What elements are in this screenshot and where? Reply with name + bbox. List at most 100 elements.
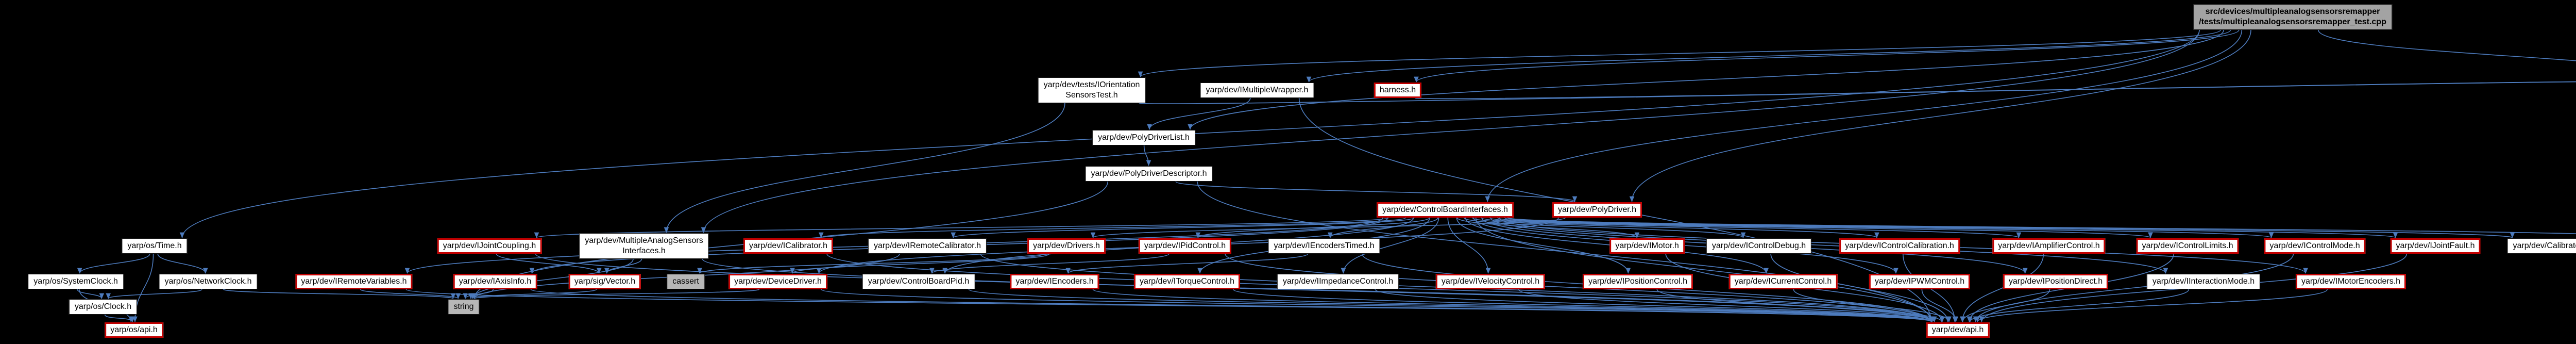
node-label: yarp/dev/IRemoteVariables.h — [301, 277, 407, 286]
graph-node-clock[interactable]: yarp/os/Clock.h — [69, 299, 138, 315]
graph-edge — [702, 258, 1934, 322]
node-label: yarp/dev/ControlBoardInterfaces.h — [1382, 205, 1508, 214]
graph-node-ipwmcontrol[interactable]: yarp/dev/IPWMControl.h — [1869, 274, 1971, 289]
graph-edge — [1481, 217, 2021, 238]
graph-node-iremotecalibrator[interactable]: yarp/dev/IRemoteCalibrator.h — [868, 238, 987, 254]
graph-edge — [1793, 289, 1952, 322]
graph-edge — [1507, 217, 2576, 234]
graph-node-icontrolcalibration[interactable]: yarp/dev/IControlCalibration.h — [1839, 238, 1960, 254]
graph-node-icontroldebug[interactable]: yarp/dev/IControlDebug.h — [1706, 238, 1812, 254]
graph-node-imotorencoders[interactable]: yarp/dev/IMotorEncoders.h — [2295, 274, 2406, 289]
graph-node-string: string — [448, 299, 480, 315]
graph-node-iremotevariables[interactable]: yarp/dev/IRemoteVariables.h — [295, 274, 413, 289]
graph-edge — [223, 289, 455, 299]
graph-node-ivelocitycontrol[interactable]: yarp/dev/IVelocityControl.h — [1435, 274, 1546, 289]
graph-node-ipidcontrol[interactable]: yarp/dev/IPidControl.h — [1138, 238, 1232, 254]
node-label: yarp/dev/IControlCalibration.h — [1845, 241, 1954, 250]
graph-edge — [1656, 289, 1944, 322]
graph-edge — [360, 289, 461, 299]
graph-node-imotor[interactable]: yarp/dev/IMotor.h — [1609, 238, 1685, 254]
graph-node-iamplifiercontrol[interactable]: yarp/dev/IAmplifierControl.h — [1992, 238, 2106, 254]
graph-node-devicedriver[interactable]: yarp/dev/DeviceDriver.h — [728, 274, 827, 289]
graph-node-itorquecontrol[interactable]: yarp/dev/ITorqueControl.h — [1133, 274, 1241, 289]
node-label: yarp/dev/IPWMControl.h — [1874, 277, 1965, 286]
graph-node-iimpedancecontrol[interactable]: yarp/dev/IImpedanceControl.h — [1277, 274, 1399, 289]
graph-edge — [132, 253, 154, 322]
graph-node-ipositiondirect[interactable]: yarp/dev/IPositionDirect.h — [2003, 274, 2109, 289]
node-label: yarp/dev/PolyDriver.h — [1557, 205, 1637, 214]
graph-edge — [821, 289, 1934, 322]
graph-node-harness[interactable]: harness.h — [1374, 83, 1422, 98]
node-label: yarp/dev/PolyDriverDescriptor.h — [1091, 169, 1207, 178]
graph-node-time[interactable]: yarp/os/Time.h — [122, 238, 188, 254]
graph-edge — [1497, 217, 2274, 238]
graph-edge — [77, 289, 105, 299]
graph-edge — [1225, 253, 1934, 322]
graph-node-ipositioncontrol[interactable]: yarp/dev/IPositionControl.h — [1582, 274, 1693, 289]
node-label: yarp/os/NetworkClock.h — [164, 277, 252, 286]
graph-edge — [496, 253, 602, 274]
graph-node-systemclock[interactable]: yarp/os/SystemClock.h — [28, 274, 124, 289]
graph-node-ijointfault[interactable]: yarp/dev/IJointFault.h — [2390, 238, 2481, 254]
node-label: yarp/dev/PolyDriverList.h — [1098, 133, 1190, 142]
node-label: SensorsTest.h — [1065, 91, 1118, 100]
graph-node-polydriver[interactable]: yarp/dev/PolyDriver.h — [1552, 202, 1642, 218]
graph-node-dev_api[interactable]: yarp/dev/api.h — [1926, 322, 1990, 338]
graph-edge — [1414, 29, 2240, 83]
graph-node-iencoderstimed[interactable]: yarp/dev/IEncodersTimed.h — [1268, 238, 1380, 254]
graph-node-drivers[interactable]: yarp/dev/Drivers.h — [1027, 238, 1106, 254]
graph-node-controlboardinterfaces[interactable]: yarp/dev/ControlBoardInterfaces.h — [1377, 202, 1514, 218]
node-label: yarp/dev/IControlLimits.h — [2142, 241, 2233, 250]
node-label: yarp/dev/ICurrentControl.h — [1734, 277, 1832, 286]
graph-edge — [157, 253, 208, 274]
node-label: src/devices/multipleanalogsensorsremappe… — [2205, 7, 2380, 16]
graph-node-calibratorvocabs[interactable]: yarp/dev/CalibratorVocabs.h — [2507, 238, 2576, 254]
graph-edge — [1091, 217, 1566, 238]
graph-edge — [104, 314, 135, 322]
graph-node-ijointcoupling[interactable]: yarp/dev/IJointCoupling.h — [437, 238, 542, 254]
graph-edge — [1147, 97, 1251, 130]
node-label: yarp/os/api.h — [110, 325, 158, 334]
node-label: yarp/os/SystemClock.h — [33, 277, 118, 286]
graph-edge — [1463, 217, 1746, 238]
graph-edge — [1485, 29, 2243, 202]
graph-node-controlboardpid[interactable]: yarp/dev/ControlBoardPid.h — [862, 274, 975, 289]
graph-node-iinteractionmode[interactable]: yarp/dev/IInteractionMode.h — [2146, 274, 2261, 289]
node-label: string — [453, 302, 474, 311]
graph-node-os_api[interactable]: yarp/os/api.h — [105, 322, 163, 338]
graph-edge — [472, 289, 760, 299]
graph-edge — [1415, 81, 2576, 100]
node-label: yarp/dev/ControlBoardPid.h — [868, 277, 970, 286]
graph-node-vector[interactable]: yarp/sig/Vector.h — [568, 274, 641, 289]
node-label: yarp/dev/Drivers.h — [1033, 241, 1100, 250]
node-label: yarp/dev/tests/IOrientation — [1043, 80, 1140, 89]
graph-node-icontrolmode[interactable]: yarp/dev/IControlMode.h — [2264, 238, 2366, 254]
graph-edge — [77, 253, 150, 274]
node-label: yarp/dev/IEncodersTimed.h — [1274, 241, 1375, 250]
graph-edge — [1960, 253, 2044, 322]
graph-node-imultiplewrapper[interactable]: yarp/dev/IMultipleWrapper.h — [1200, 83, 1314, 98]
graph-node-iaxisinfo[interactable]: yarp/dev/IAxisInfo.h — [453, 274, 537, 289]
graph-edge — [1489, 217, 2153, 238]
graph-node-polydriverdescriptor[interactable]: yarp/dev/PolyDriverDescriptor.h — [1085, 166, 1213, 182]
graph-node-icurrentcontrol[interactable]: yarp/dev/ICurrentControl.h — [1728, 274, 1838, 289]
graph-edge — [1188, 29, 2224, 130]
node-label: Interfaces.h — [622, 247, 666, 255]
graph-edge — [470, 258, 634, 299]
graph-node-icalibrator[interactable]: yarp/dev/ICalibrator.h — [743, 238, 834, 254]
node-label: yarp/dev/IInteractionMode.h — [2152, 277, 2255, 286]
graph-edge — [1307, 29, 2231, 83]
graph-node-test_cpp: src/devices/multipleanalogsensorsremappe… — [2193, 4, 2392, 30]
graph-node-icontrollimits[interactable]: yarp/dev/IControlLimits.h — [2136, 238, 2239, 254]
node-label: yarp/dev/IVelocityControl.h — [1441, 277, 1540, 286]
graph-node-polydriverlist[interactable]: yarp/dev/PolyDriverList.h — [1092, 130, 1195, 145]
node-label: yarp/dev/IEncoders.h — [1015, 277, 1094, 286]
graph-node-iencoders[interactable]: yarp/dev/IEncoders.h — [1010, 274, 1099, 289]
graph-edge — [790, 253, 1050, 274]
graph-node-networkclock[interactable]: yarp/os/NetworkClock.h — [159, 274, 258, 289]
node-label: yarp/dev/IJointFault.h — [2396, 241, 2475, 250]
